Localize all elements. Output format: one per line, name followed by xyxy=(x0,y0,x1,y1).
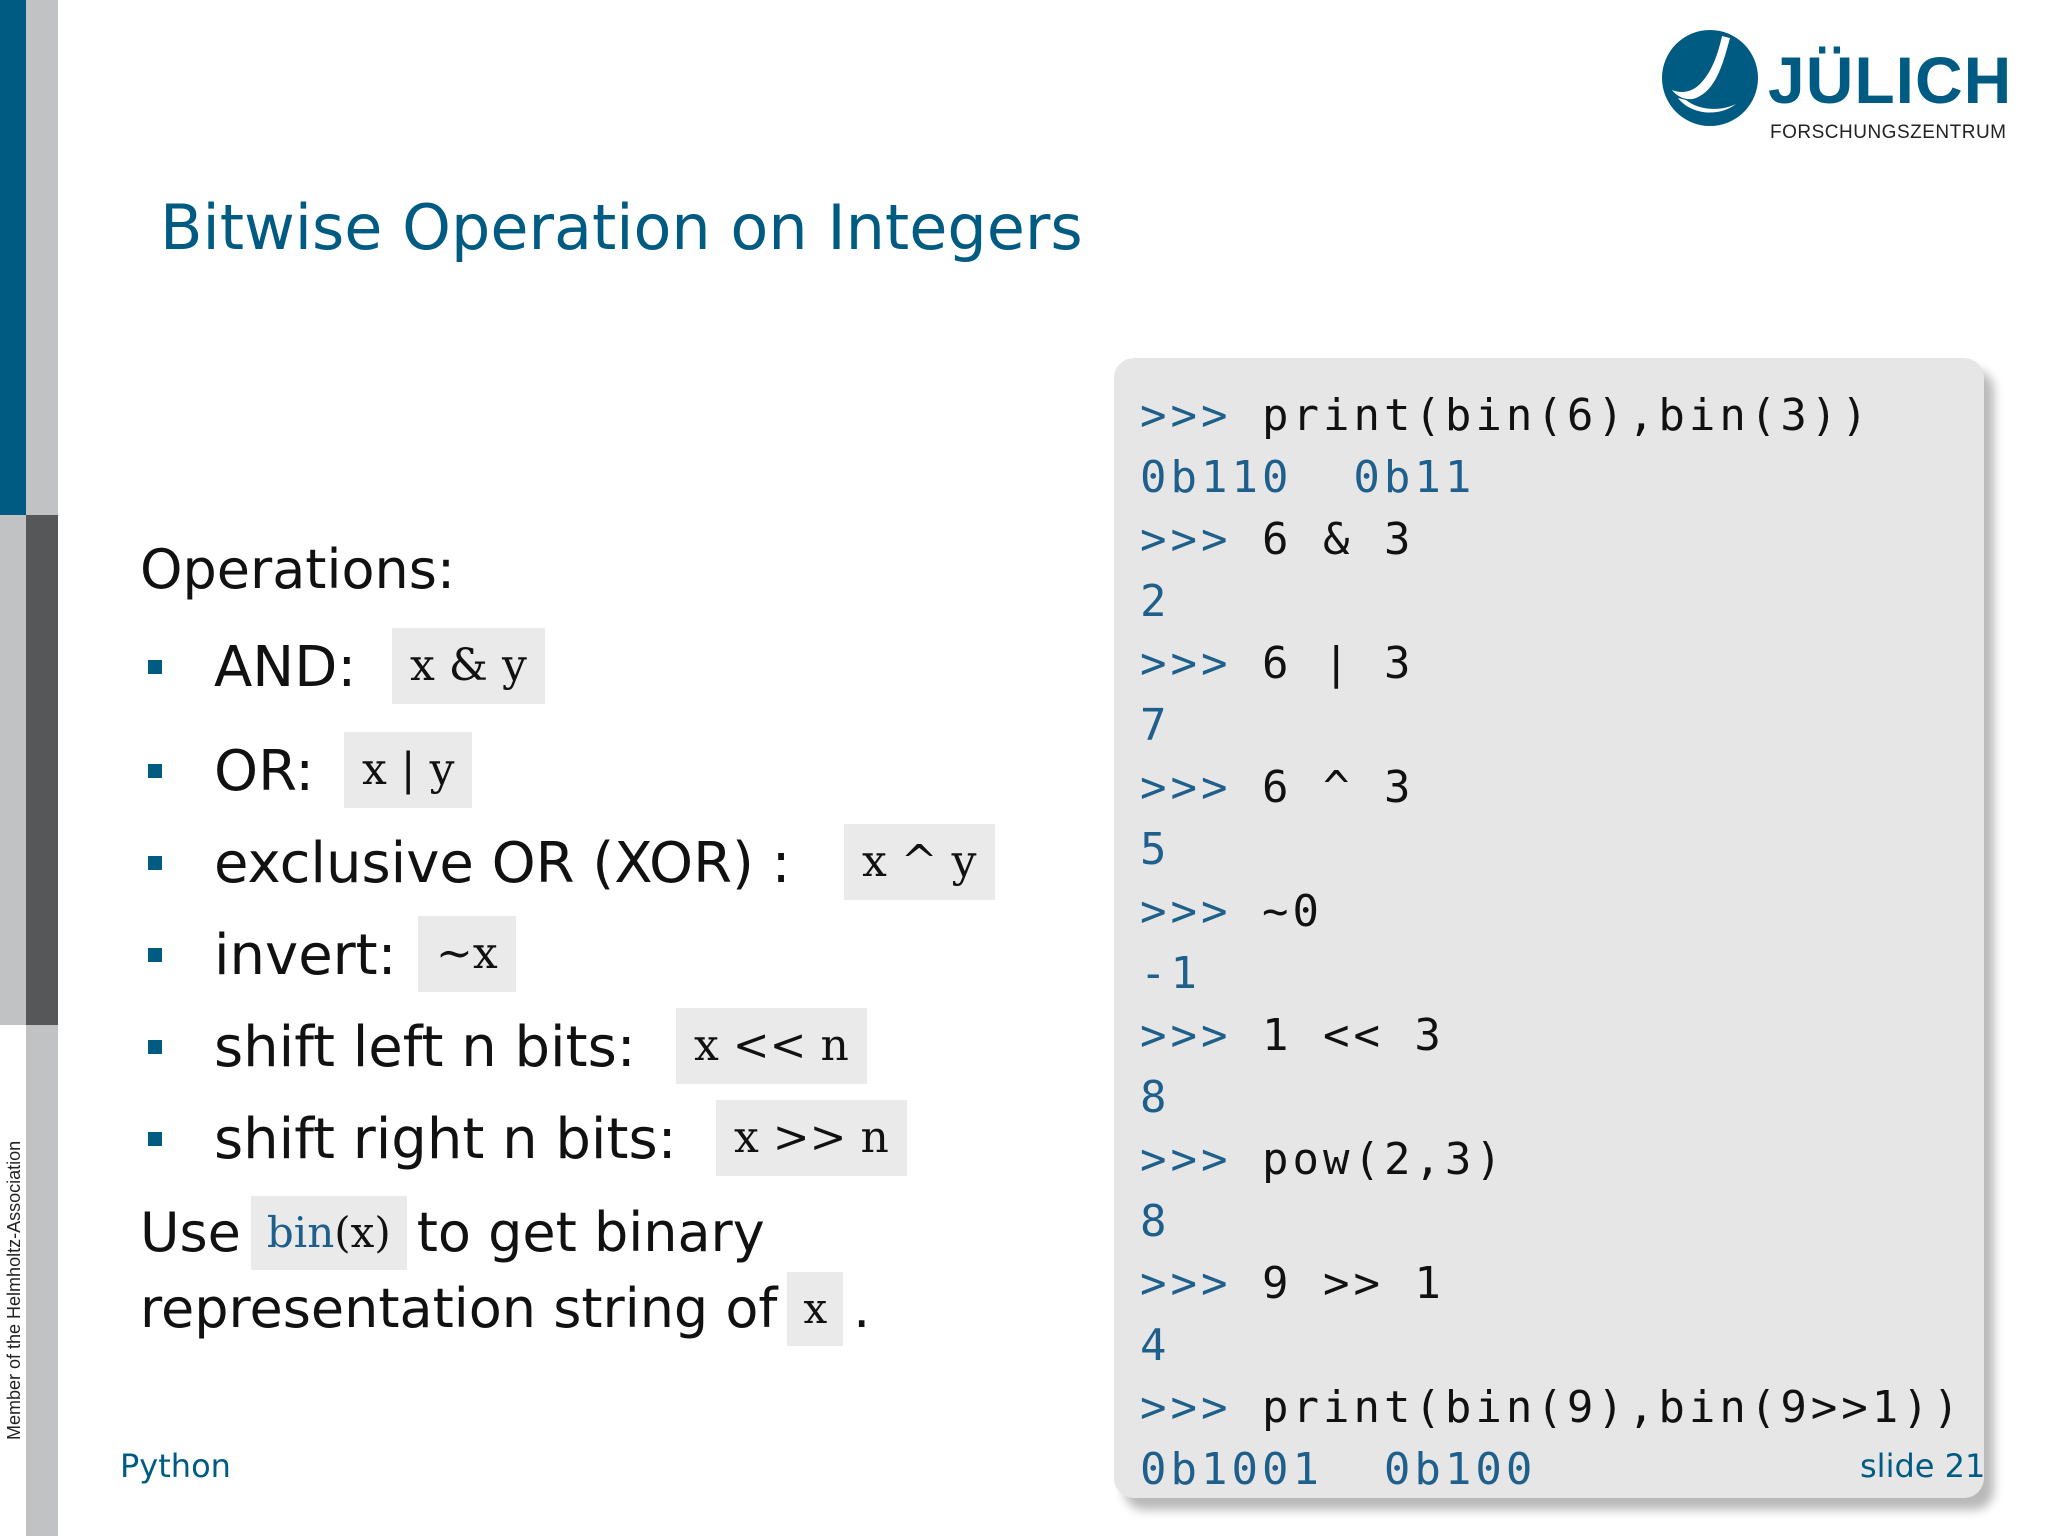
code-input-line: >>> 1 << 3 xyxy=(1140,1006,1445,1066)
code-example-box: >>> print(bin(6),bin(3)) 0b110 0b11 >>> 6 … xyxy=(1114,358,1984,1498)
code-statement: 6 ^ 3 xyxy=(1261,762,1415,813)
code-output-line: 7 xyxy=(1140,700,1171,751)
sidebar-stripe-blue xyxy=(0,0,26,515)
op-code: ~x xyxy=(418,916,516,992)
op-code: x ^ y xyxy=(844,824,995,900)
code-prompt: >>> xyxy=(1140,514,1232,565)
code-output-line: 8 xyxy=(1140,1072,1171,1123)
code-statement: ~0 xyxy=(1261,886,1323,937)
op-sep: : xyxy=(295,739,315,804)
inline-code-bin: bin(x) xyxy=(250,1196,407,1270)
square-bullet-icon xyxy=(148,948,162,962)
code-prompt: >>> xyxy=(1140,886,1232,937)
code-statement: 6 & 3 xyxy=(1261,514,1415,565)
code-input-line: >>> print(bin(6),bin(3)) xyxy=(1140,386,1872,446)
operations-heading: Operations: xyxy=(140,538,456,601)
code-statement: 6 | 3 xyxy=(1261,638,1415,689)
op-code: x & y xyxy=(392,628,545,704)
code-prompt: >>> xyxy=(1140,1258,1232,1309)
op-code: x | y xyxy=(344,732,473,808)
square-bullet-icon xyxy=(148,1040,162,1054)
sidebar-stripe-light-bottom xyxy=(26,1025,58,1536)
op-sep: : xyxy=(337,635,357,700)
inline-code-x: x xyxy=(787,1272,844,1346)
code-input-line: >>> 9 >> 1 xyxy=(1140,1254,1445,1314)
juelich-logo: JÜLICH FORSCHUNGSZENTRUM xyxy=(1660,28,2011,148)
sidebar-stripe-dark xyxy=(26,515,58,1025)
code-statement: print(bin(6),bin(3)) xyxy=(1261,390,1872,441)
code-output-line: 8 xyxy=(1140,1196,1171,1247)
square-bullet-icon xyxy=(148,764,162,778)
op-label: OR xyxy=(214,739,296,804)
code-input-line: >>> pow(2,3) xyxy=(1140,1130,1506,1190)
code-output-line: -1 xyxy=(1140,948,1201,999)
op-sep: : xyxy=(753,831,791,896)
op-code: x << n xyxy=(676,1008,867,1084)
code-input-line: >>> 6 ^ 3 xyxy=(1140,758,1414,818)
op-label: exclusive OR (XOR) xyxy=(214,831,754,896)
footer-slide-number: slide 21 xyxy=(1860,1447,1986,1485)
op-label: shift left n bits xyxy=(214,1015,617,1080)
logo-subtitle: FORSCHUNGSZENTRUM xyxy=(1770,122,2007,143)
page-title: Bitwise Operation on Integers xyxy=(160,191,1083,264)
op-label: AND xyxy=(214,635,338,700)
logo-brand: JÜLICH xyxy=(1768,43,2013,117)
code-output-line: 0b110 0b11 xyxy=(1140,452,1476,503)
code-statement: 1 << 3 xyxy=(1261,1010,1445,1061)
op-sep: : xyxy=(657,1107,677,1172)
code-prompt: >>> xyxy=(1140,762,1232,813)
op-code: x >> n xyxy=(716,1100,907,1176)
code-input-line: >>> print(bin(9),bin(9>>1)) xyxy=(1140,1378,1963,1438)
code-output-line: 4 xyxy=(1140,1320,1171,1371)
code-statement: print(bin(9),bin(9>>1)) xyxy=(1261,1382,1964,1433)
footer-course: Python xyxy=(120,1447,231,1485)
sidebar-stripe-light xyxy=(26,0,58,515)
code-prompt: >>> xyxy=(1140,1010,1232,1061)
op-label: invert xyxy=(214,923,378,988)
code-output-line: 0b1001 0b100 xyxy=(1140,1444,1537,1495)
sidebar-stripe-white xyxy=(0,1025,26,1536)
code-output-line: 5 xyxy=(1140,824,1171,875)
op-label: shift right n bits xyxy=(214,1107,658,1172)
square-bullet-icon xyxy=(148,1132,162,1146)
code-output-line: 2 xyxy=(1140,576,1171,627)
code-statement: pow(2,3) xyxy=(1261,1134,1506,1185)
juelich-logo-icon xyxy=(1662,30,1758,126)
code-statement: 9 >> 1 xyxy=(1261,1258,1445,1309)
code-input-line: >>> 6 & 3 xyxy=(1140,510,1414,570)
code-prompt: >>> xyxy=(1140,1382,1232,1433)
op-sep: : xyxy=(616,1015,636,1080)
code-prompt: >>> xyxy=(1140,638,1232,689)
square-bullet-icon xyxy=(148,856,162,870)
member-text: Member of the Helmholtz-Association xyxy=(4,1140,24,1440)
code-input-line: >>> ~0 xyxy=(1140,882,1323,942)
code-prompt: >>> xyxy=(1140,1134,1232,1185)
code-input-line: >>> 6 | 3 xyxy=(1140,634,1414,694)
op-sep: : xyxy=(377,923,397,988)
code-prompt: >>> xyxy=(1140,390,1232,441)
sidebar-stripe-grey xyxy=(0,515,26,1025)
square-bullet-icon xyxy=(148,660,162,674)
